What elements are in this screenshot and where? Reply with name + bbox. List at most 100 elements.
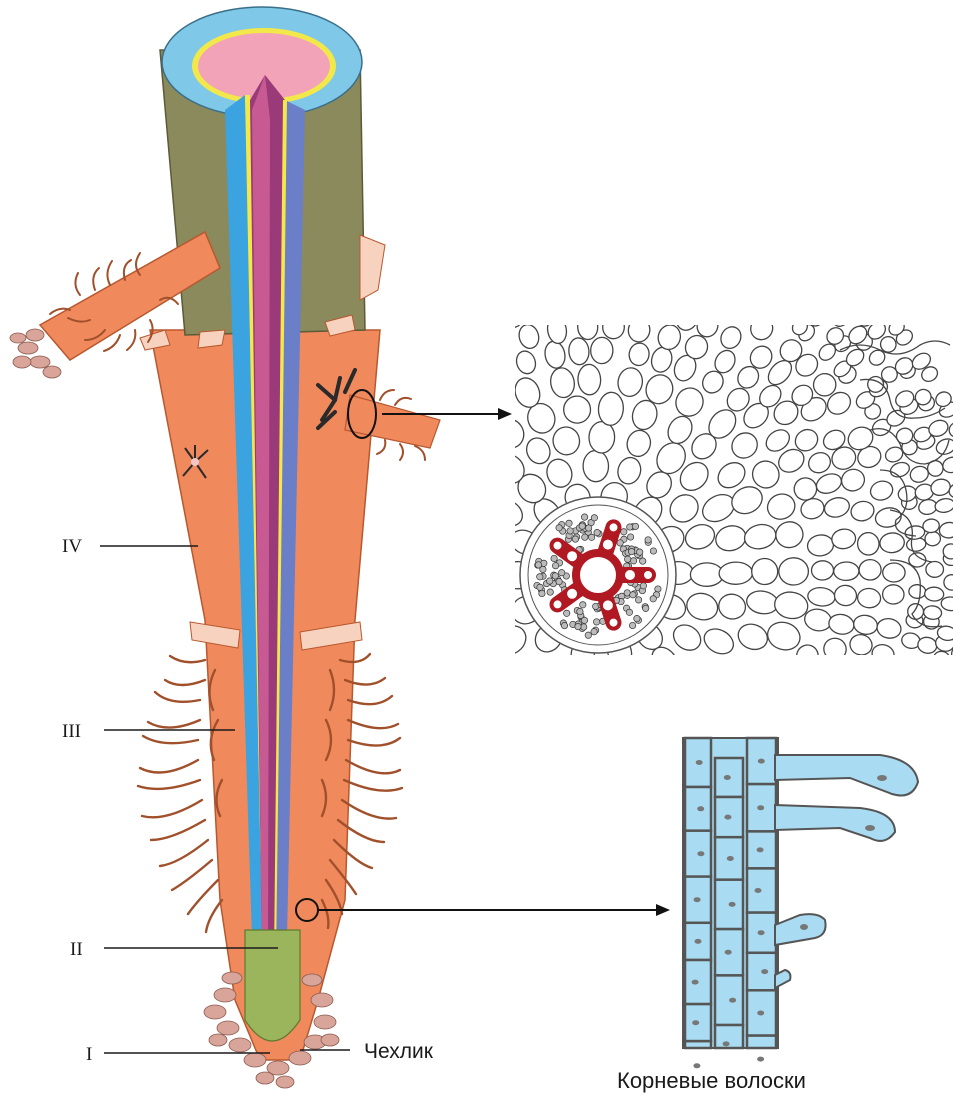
label-zone-iv: IV bbox=[62, 536, 82, 557]
phloem-cell bbox=[640, 558, 646, 564]
label-zone-ii: II bbox=[70, 939, 83, 960]
xylem-vessel bbox=[566, 550, 578, 562]
cortex-cell bbox=[719, 562, 753, 585]
cell-nucleus bbox=[757, 805, 764, 810]
xylem-vessel bbox=[566, 588, 578, 600]
phloem-cell bbox=[640, 583, 646, 589]
phloem-cell bbox=[643, 605, 649, 611]
phloem-cell bbox=[559, 570, 565, 576]
phloem-cell bbox=[552, 563, 558, 569]
label-zone-iii: III bbox=[62, 721, 81, 742]
central-vessel bbox=[579, 556, 617, 594]
phloem-cell bbox=[539, 590, 545, 596]
phloem-cell bbox=[637, 549, 643, 555]
phloem-cell bbox=[552, 573, 558, 579]
cortex-cell bbox=[859, 559, 881, 580]
phloem-cell bbox=[535, 562, 541, 568]
xylem-vessel bbox=[609, 618, 619, 628]
phloem-cell bbox=[582, 534, 588, 540]
epidermal-cell bbox=[685, 1041, 711, 1048]
phloem-cell bbox=[561, 622, 567, 628]
xylem-vessel bbox=[553, 541, 563, 551]
phloem-cell bbox=[537, 574, 543, 580]
xylem-vessel bbox=[602, 599, 614, 611]
cell-nucleus bbox=[697, 851, 704, 856]
cell-nucleus bbox=[758, 759, 765, 764]
cortex-cell bbox=[583, 450, 609, 482]
phloem-cell bbox=[617, 540, 623, 546]
label-zone-i: I bbox=[86, 1044, 92, 1065]
cortex-cell bbox=[602, 315, 625, 339]
cell-nucleus bbox=[724, 815, 731, 820]
cell-nucleus bbox=[761, 969, 768, 974]
cell-nucleus bbox=[694, 897, 701, 902]
xylem-vessel bbox=[643, 570, 653, 580]
cell-nucleus bbox=[695, 939, 702, 944]
cell-nucleus bbox=[755, 888, 762, 893]
phloem-cell bbox=[655, 586, 661, 592]
phloem-cell bbox=[632, 523, 638, 529]
phloem-cell bbox=[585, 632, 591, 638]
phloem-cell bbox=[537, 584, 543, 590]
cortex-cell bbox=[924, 587, 944, 602]
cortex-cell bbox=[779, 558, 809, 586]
phloem-cell bbox=[629, 622, 635, 628]
phloem-cell bbox=[630, 558, 636, 564]
phloem-cell bbox=[556, 525, 562, 531]
xylem-vessel bbox=[602, 539, 614, 551]
cell-nucleus bbox=[757, 847, 764, 852]
cortex-cell bbox=[589, 421, 615, 453]
phloem-cell bbox=[626, 609, 632, 615]
cell-nucleus bbox=[692, 1020, 699, 1025]
phloem-cell bbox=[581, 617, 587, 623]
phloem-cell bbox=[635, 597, 641, 603]
phloem-cell bbox=[572, 536, 578, 542]
phloem-cell bbox=[591, 515, 597, 521]
cross-section-panel bbox=[490, 303, 953, 680]
phloem-cell bbox=[547, 589, 553, 595]
phloem-cell bbox=[585, 525, 591, 531]
phloem-cell bbox=[630, 592, 636, 598]
xylem-vessel bbox=[624, 569, 636, 581]
cortex-cell bbox=[882, 584, 905, 605]
phloem-cell bbox=[581, 514, 587, 520]
cortex-cell bbox=[811, 561, 833, 581]
xylem-vessel bbox=[609, 522, 619, 532]
cortex-cell bbox=[909, 584, 926, 598]
phloem-cell bbox=[634, 615, 640, 621]
cortex-cell bbox=[751, 558, 778, 585]
xylem-vessel bbox=[553, 599, 563, 609]
phloem-cell bbox=[547, 578, 553, 584]
cell-nucleus bbox=[727, 856, 734, 861]
cortex-cell bbox=[590, 337, 613, 364]
cell-nucleus bbox=[725, 950, 732, 955]
root-hair-detail bbox=[683, 738, 918, 1068]
cell-nucleus bbox=[692, 980, 699, 985]
cell-nucleus bbox=[729, 902, 736, 907]
phloem-cell bbox=[575, 623, 581, 629]
label-root-cap: Чехлик bbox=[364, 1040, 434, 1063]
phloem-cell bbox=[645, 537, 651, 543]
cell-nucleus bbox=[697, 806, 704, 811]
cortex-cell bbox=[926, 561, 944, 577]
cortex-cell bbox=[577, 314, 598, 340]
phloem-cell bbox=[579, 523, 585, 529]
cell-nucleus bbox=[757, 1057, 764, 1062]
phloem-cell bbox=[621, 529, 627, 535]
meristem-zone bbox=[245, 930, 300, 1041]
phloem-cell bbox=[625, 556, 631, 562]
phloem-cell bbox=[591, 629, 597, 635]
phloem-cell bbox=[580, 602, 586, 608]
root-body bbox=[140, 7, 385, 1060]
cell-nucleus bbox=[729, 998, 736, 1003]
phloem-cell bbox=[650, 548, 656, 554]
phloem-cell bbox=[593, 619, 599, 625]
phloem-cell bbox=[566, 520, 572, 526]
phloem-cell bbox=[556, 578, 562, 584]
phloem-cell bbox=[627, 534, 633, 540]
cell-nucleus bbox=[757, 1011, 764, 1016]
cell-nucleus bbox=[758, 930, 765, 935]
epidermal-cell bbox=[715, 975, 743, 1025]
phloem-cell bbox=[628, 548, 634, 554]
